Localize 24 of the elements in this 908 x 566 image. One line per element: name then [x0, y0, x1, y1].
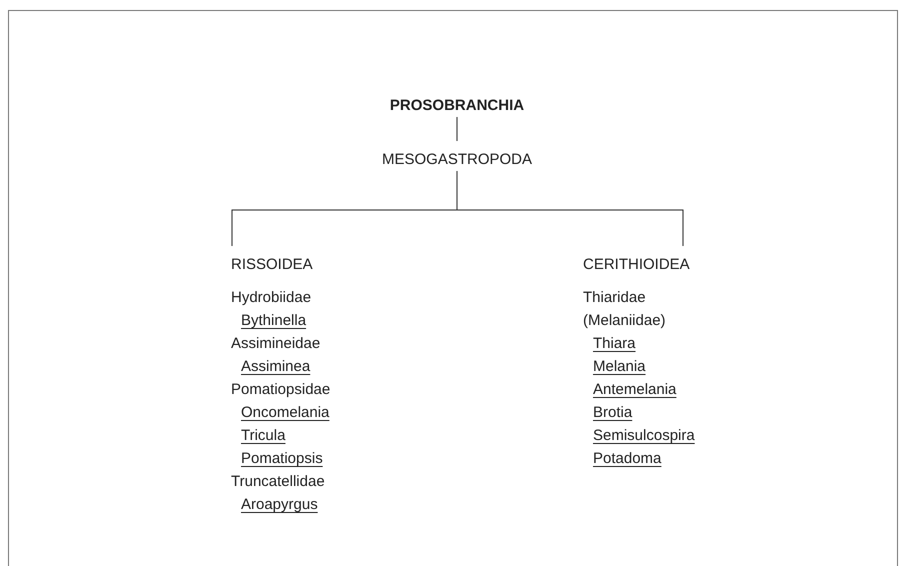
genus-name: Antemelania	[593, 380, 676, 400]
family-name: Truncatellidae	[231, 472, 325, 492]
taxon-heading: MESOGASTROPODA	[382, 150, 532, 170]
genus-name: Bythinella	[241, 311, 306, 331]
family-name: (Melaniidae)	[583, 311, 666, 331]
taxon-heading: RISSOIDEA	[231, 255, 313, 275]
genus-name: Pomatiopsis	[241, 449, 323, 469]
family-name: Pomatiopsidae	[231, 380, 330, 400]
genus-name: Brotia	[593, 403, 632, 423]
genus-name: Aroapyrgus	[241, 495, 318, 515]
connector-line	[456, 116, 458, 142]
genus-name: Assiminea	[241, 357, 310, 377]
taxon-heading: PROSOBRANCHIA	[390, 96, 524, 116]
family-name: Thiaridae	[583, 288, 646, 308]
genus-name: Thiara	[593, 334, 636, 354]
genus-name: Potadoma	[593, 449, 662, 469]
genus-name: Melania	[593, 357, 646, 377]
family-name: Hydrobiidae	[231, 288, 312, 308]
genus-name: Semisulcospira	[593, 426, 695, 446]
genus-name: Oncomelania	[241, 403, 330, 423]
genus-name: Tricula	[241, 426, 286, 446]
connector-line	[456, 170, 684, 246]
family-name: Assimineidae	[231, 334, 320, 354]
taxon-heading: CERITHIOIDEA	[583, 255, 690, 275]
